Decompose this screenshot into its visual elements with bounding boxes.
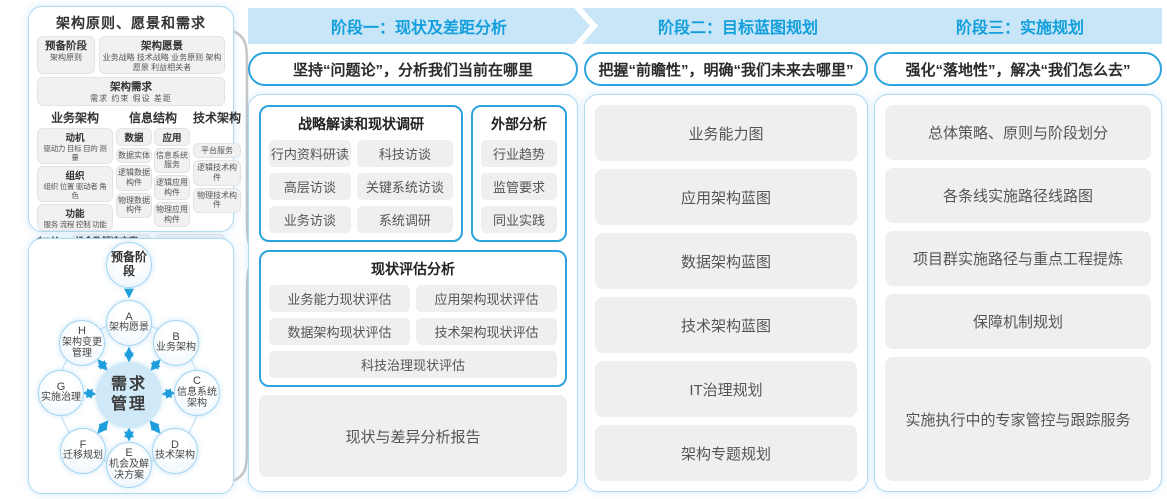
- adm-node-d: D 技术架构: [152, 428, 198, 474]
- app-subcol: 应用 信息系统服务 逻辑应用构件 物理应用构件: [154, 127, 190, 228]
- physical-app-chip: 物理应用构件: [154, 202, 190, 228]
- phase2-box: 业务能力图: [595, 105, 857, 161]
- adm-node-f: F 迁移规划: [60, 428, 106, 474]
- adm-node-c: C 信息系统架构: [174, 370, 220, 416]
- platform-service-chip: 平台服务: [193, 142, 242, 159]
- gap-report-box: 现状与差异分析报告: [259, 395, 567, 477]
- survey-chip: 关键系统访谈: [356, 173, 453, 200]
- phase2-box: 数据架构蓝图: [595, 233, 857, 289]
- survey-chip: 高层访谈: [269, 173, 351, 200]
- phase2-subtitle: 把握“前瞻性”，明确“我们未来去哪里”: [584, 52, 868, 86]
- phase3-box: 项目群实施路径与重点工程提炼: [885, 231, 1151, 287]
- phase3-header: 阶段三：实施规划: [868, 8, 1162, 44]
- app-subheader: 应用: [154, 127, 190, 146]
- information-structure-col: 信息结构 数据 数据实体 逻辑数据构件 物理数据构件 应用 信息系统服务 逻辑应…: [116, 109, 190, 231]
- external-chip: 监管要求: [481, 173, 557, 200]
- organization-box: 组织 组织 位置 驱动者 角色: [37, 165, 113, 202]
- phase2-panel: 业务能力图 应用架构蓝图 数据架构蓝图 技术架构蓝图 IT治理规划 架构专题规划: [584, 94, 868, 492]
- prep-title: 预备阶段: [45, 40, 87, 52]
- phase3-subtitle: 强化“落地性”，解决“我们怎么去”: [874, 52, 1162, 86]
- architecture-columns: 业务架构 动机 驱动力 目标 目的 测量 组织 组织 位置 驱动者 角色 功能 …: [37, 109, 242, 231]
- external-title: 外部分析: [491, 116, 547, 132]
- assessment-chip: 数据架构现状评估: [269, 318, 410, 345]
- adm-center-node: 需求管理: [96, 362, 162, 428]
- survey-chip: 业务访谈: [269, 206, 351, 233]
- phase3-box: 实施执行中的专家管控与跟踪服务: [885, 357, 1151, 482]
- data-entity-chip: 数据实体: [116, 147, 152, 164]
- assessment-chip: 技术架构现状评估: [416, 318, 557, 345]
- vision-box: 架构愿景 业务战略 技术战略 业务原则 架构愿景 利益相关者: [99, 36, 225, 75]
- physical-tech-chip: 物理技术构件: [193, 187, 242, 213]
- logical-data-chip: 逻辑数据构件: [116, 165, 152, 191]
- info-system-service-chip: 信息系统服务: [154, 147, 190, 173]
- motivation-box: 动机 驱动力 目标 目的 测量: [37, 127, 113, 164]
- tech-header: 技术架构: [193, 110, 242, 125]
- phase2-box: 应用架构蓝图: [595, 169, 857, 225]
- logical-tech-chip: 逻辑技术构件: [193, 160, 242, 186]
- phase3-box: 各条线实施路径线路图: [885, 168, 1151, 224]
- survey-chip: 行内资料研读: [269, 140, 351, 167]
- req-sub: 需求 约束 假设 差距: [90, 94, 172, 104]
- adm-node-b: B 业务架构: [153, 320, 199, 366]
- phase2-box: 架构专题规划: [595, 425, 857, 481]
- technology-architecture-col: 技术架构 平台服务 逻辑技术构件 物理技术构件: [193, 109, 242, 231]
- adm-prep-node: 预备阶段: [106, 242, 152, 288]
- assessment-chip-wide: 科技治理现状评估: [269, 351, 557, 378]
- phase1-subtitle: 坚持“问题论”，分析我们当前在哪里: [248, 52, 578, 86]
- strategy-survey-box: 战略解读和现状调研 行内资料研读 科技访谈 高层访谈 关键系统访谈 业务访谈 系…: [259, 105, 463, 242]
- physical-data-chip: 物理数据构件: [116, 192, 152, 218]
- vision-title: 架构愿景: [141, 40, 183, 52]
- phase3-box: 总体策略、原则与阶段划分: [885, 105, 1151, 161]
- external-analysis-box: 外部分析 行业趋势 监管要求 同业实践: [471, 105, 567, 242]
- requirements-box: 架构需求 需求 约束 假设 差距: [37, 77, 225, 106]
- prep-vision-row: 预备阶段 架构原则 架构愿景 业务战略 技术战略 业务原则 架构愿景 利益相关者: [37, 36, 225, 75]
- data-subheader: 数据: [116, 127, 152, 146]
- business-header: 业务架构: [50, 110, 99, 125]
- phase1-header: 阶段一：现状及差距分析: [248, 8, 590, 44]
- phase2-box: 技术架构蓝图: [595, 297, 857, 353]
- assessment-box: 现状评估分析 业务能力现状评估 应用架构现状评估 数据架构现状评估 技术架构现状…: [259, 250, 567, 387]
- adm-node-a: A 架构愿景: [106, 300, 152, 346]
- survey-chip: 科技访谈: [356, 140, 453, 167]
- phase1-panel: 战略解读和现状调研 行内资料研读 科技访谈 高层访谈 关键系统访谈 业务访谈 系…: [248, 94, 578, 492]
- adm-node-g: G 实施治理: [38, 370, 84, 416]
- adm-node-h: H 架构变更管理: [59, 320, 105, 366]
- function-box: 功能 服务 流程 控制 功能: [37, 203, 113, 231]
- prep-sub: 架构原则: [50, 53, 82, 62]
- adm-cycle-panel: 预备阶段 需求管理 A 架构愿景 B 业务架构 C 信息系统架构 D 技术架构 …: [28, 238, 234, 494]
- assessment-chip: 业务能力现状评估: [269, 285, 410, 312]
- external-chip: 行业趋势: [481, 140, 557, 167]
- req-title: 架构需求: [110, 81, 152, 94]
- external-chip: 同业实践: [481, 206, 557, 233]
- data-subcol: 数据 数据实体 逻辑数据构件 物理数据构件: [116, 127, 152, 228]
- panel-title: 架构原则、愿景和需求: [56, 15, 206, 31]
- prep-phase-box: 预备阶段 架构原则: [37, 36, 95, 75]
- vision-sub: 业务战略 技术战略 业务原则 架构愿景 利益相关者: [102, 53, 222, 72]
- info-header: 信息结构: [128, 110, 177, 125]
- phase2-box: IT治理规划: [595, 361, 857, 417]
- assessment-chip: 应用架构现状评估: [416, 285, 557, 312]
- adm-node-e: E 机会及解决方案: [106, 442, 152, 488]
- survey-title: 战略解读和现状调研: [298, 116, 424, 132]
- phase3-box: 保障机制规划: [885, 294, 1151, 350]
- logical-app-chip: 逻辑应用构件: [154, 174, 190, 201]
- phase2-header: 阶段二：目标蓝图规划: [582, 8, 884, 44]
- assessment-title: 现状评估分析: [371, 261, 455, 277]
- phase3-panel: 总体策略、原则与阶段划分 各条线实施路径线路图 项目群实施路径与重点工程提炼 保…: [874, 94, 1162, 492]
- business-architecture-col: 业务架构 动机 驱动力 目标 目的 测量 组织 组织 位置 驱动者 角色 功能 …: [37, 109, 113, 231]
- architecture-content-panel: 架构原则、愿景和需求 预备阶段 架构原则 架构愿景 业务战略 技术战略 业务原则…: [28, 6, 242, 270]
- survey-chip: 系统调研: [356, 206, 453, 233]
